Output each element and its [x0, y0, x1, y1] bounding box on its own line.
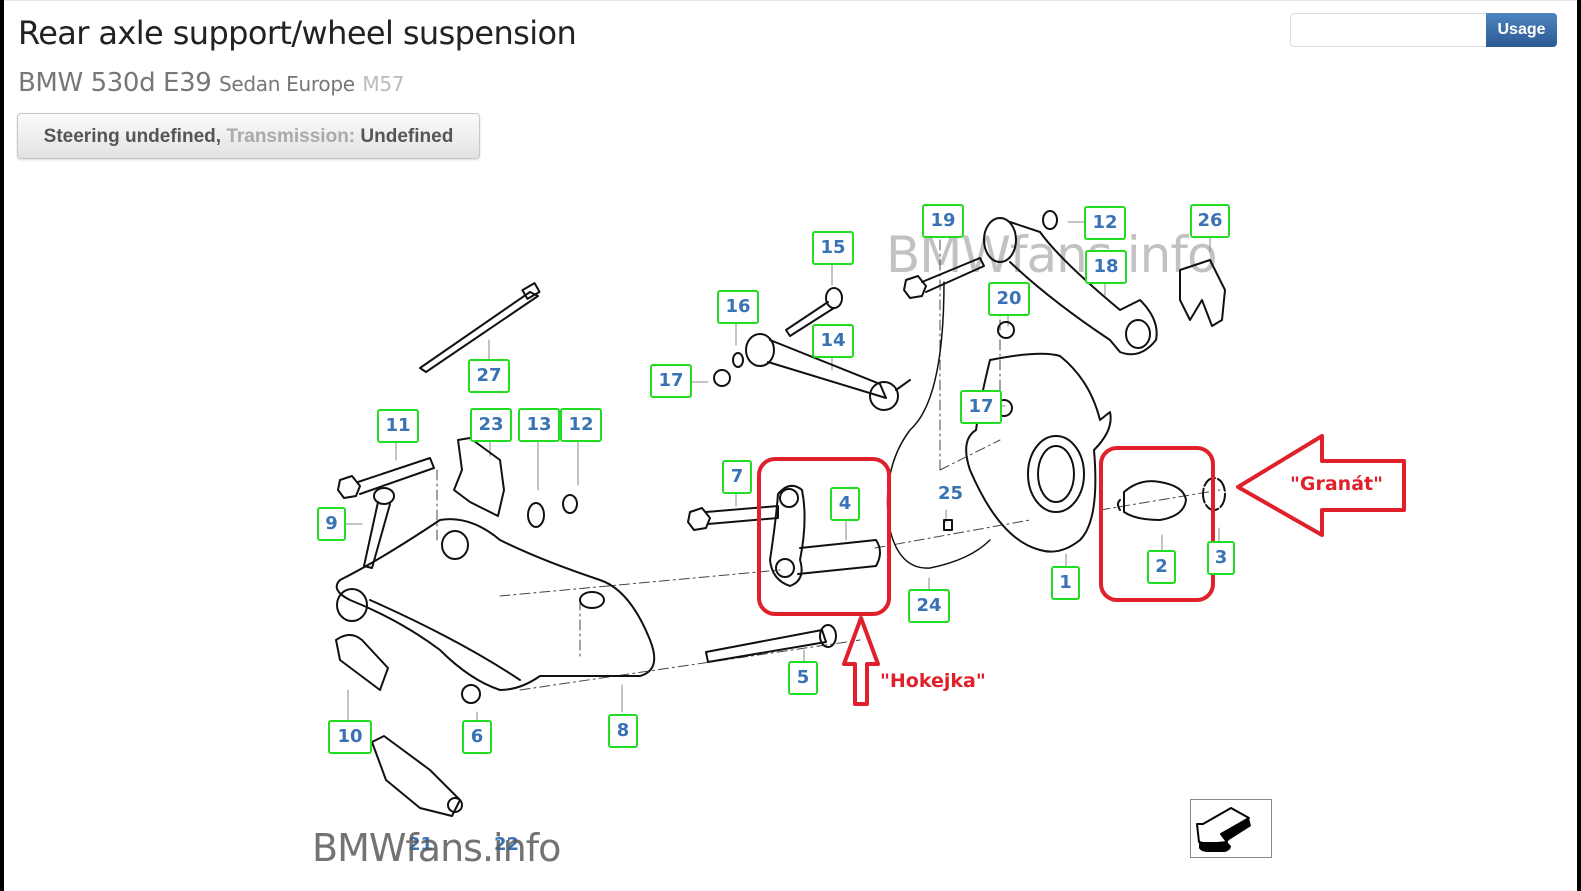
callout-12-upper[interactable]: 12: [1084, 206, 1126, 240]
vehicle-model: BMW 530d E39: [18, 68, 212, 98]
callout-7[interactable]: 7: [722, 460, 752, 494]
part-bolt-5: [705, 624, 837, 663]
window-border-left: [0, 0, 4, 891]
steering-option: Steering undefined,: [43, 126, 222, 147]
part-wheel-carrier-1: [965, 352, 1112, 553]
part-clip-26: [1179, 259, 1226, 327]
part-bracket-21: [371, 735, 461, 817]
callout-24[interactable]: 24: [908, 589, 950, 623]
page-title: Rear axle support/wheel suspension: [18, 14, 577, 52]
granat-arrow-icon: [1236, 434, 1406, 537]
part-bolt-9: [363, 487, 395, 569]
highlight-box-granat: [1099, 446, 1215, 602]
callout-2[interactable]: 2: [1147, 550, 1176, 584]
highlight-box-hokejka: [757, 457, 891, 616]
vehicle-options-button[interactable]: Steering undefined, Transmission: Undefi…: [17, 113, 480, 159]
part-bolt-15: [785, 287, 843, 337]
callout-12[interactable]: 12: [560, 408, 602, 442]
window-border-right: [1577, 0, 1581, 891]
callout-20[interactable]: 20: [988, 282, 1030, 316]
usage-button[interactable]: Usage: [1486, 13, 1557, 47]
granat-annotation: "Granát": [1290, 473, 1384, 495]
hokejka-annotation: "Hokejka": [880, 670, 986, 692]
callout-11[interactable]: 11: [377, 409, 419, 443]
callout-18[interactable]: 18: [1085, 250, 1127, 284]
leader-lines: [341, 221, 1220, 723]
window-border-top: [4, 0, 1577, 1]
callout-26[interactable]: 26: [1190, 204, 1230, 238]
callout-1[interactable]: 1: [1051, 566, 1080, 600]
vehicle-subtitle: BMW 530d E39 Sedan Europe M57: [18, 68, 404, 98]
part-nut-20: [997, 321, 1015, 339]
part-washer-16: [732, 352, 744, 368]
part-ball-joint-2: [1117, 480, 1187, 521]
part-link-4: [769, 484, 881, 587]
return-button[interactable]: [1190, 799, 1272, 858]
part-nut-22: [447, 797, 463, 813]
vehicle-body: Sedan Europe: [219, 72, 355, 96]
callout-15[interactable]: 15: [812, 231, 854, 265]
part-bracket-23: [453, 437, 505, 517]
label-25[interactable]: 25: [938, 483, 964, 504]
return-arrow-icon: [1196, 807, 1251, 852]
callout-5[interactable]: 5: [788, 661, 818, 695]
callout-4[interactable]: 4: [830, 487, 860, 521]
part-washer-13: [527, 502, 545, 528]
part-bushing-12b: [1042, 210, 1058, 230]
watermark-bottom: BMWfans.info: [312, 826, 561, 870]
label-22[interactable]: 22: [494, 834, 520, 855]
callout-27[interactable]: 27: [468, 359, 510, 393]
part-cable-tie: [419, 282, 541, 373]
callout-23[interactable]: 23: [470, 408, 512, 442]
callout-19[interactable]: 19: [922, 204, 964, 238]
transmission-label: Transmission:: [226, 126, 356, 147]
callout-3[interactable]: 3: [1207, 541, 1235, 575]
part-bolt-7: [687, 505, 779, 531]
part-subframe-8: [335, 518, 656, 691]
label-21[interactable]: 21: [408, 834, 434, 855]
callout-17-right[interactable]: 17: [960, 390, 1002, 424]
transmission-value: Undefined: [360, 126, 454, 147]
highlight-annotations: [757, 434, 1406, 706]
callout-6[interactable]: 6: [462, 720, 492, 754]
callout-8[interactable]: 8: [608, 714, 638, 748]
vehicle-engine: M57: [362, 72, 405, 96]
part-bolt-11: [337, 457, 435, 499]
callout-14[interactable]: 14: [812, 324, 854, 358]
part-bushing-12: [562, 494, 578, 514]
callout-17-left[interactable]: 17: [650, 364, 692, 398]
callout-10[interactable]: 10: [328, 720, 372, 754]
callout-9[interactable]: 9: [317, 507, 346, 541]
callout-16[interactable]: 16: [717, 290, 759, 324]
part-bolt-19: [903, 257, 985, 299]
callout-13[interactable]: 13: [518, 408, 560, 442]
part-nut-17: [713, 369, 731, 387]
part-control-arm-14: [745, 333, 911, 411]
part-nut-6: [461, 684, 481, 704]
hokejka-arrow-icon: [842, 616, 880, 706]
part-plate-10: [335, 634, 389, 691]
part-sensor-cable-24: [886, 281, 991, 569]
part-upper-arm-18: [983, 217, 1158, 356]
search-input[interactable]: [1290, 13, 1486, 47]
part-screw-25: [943, 519, 953, 531]
